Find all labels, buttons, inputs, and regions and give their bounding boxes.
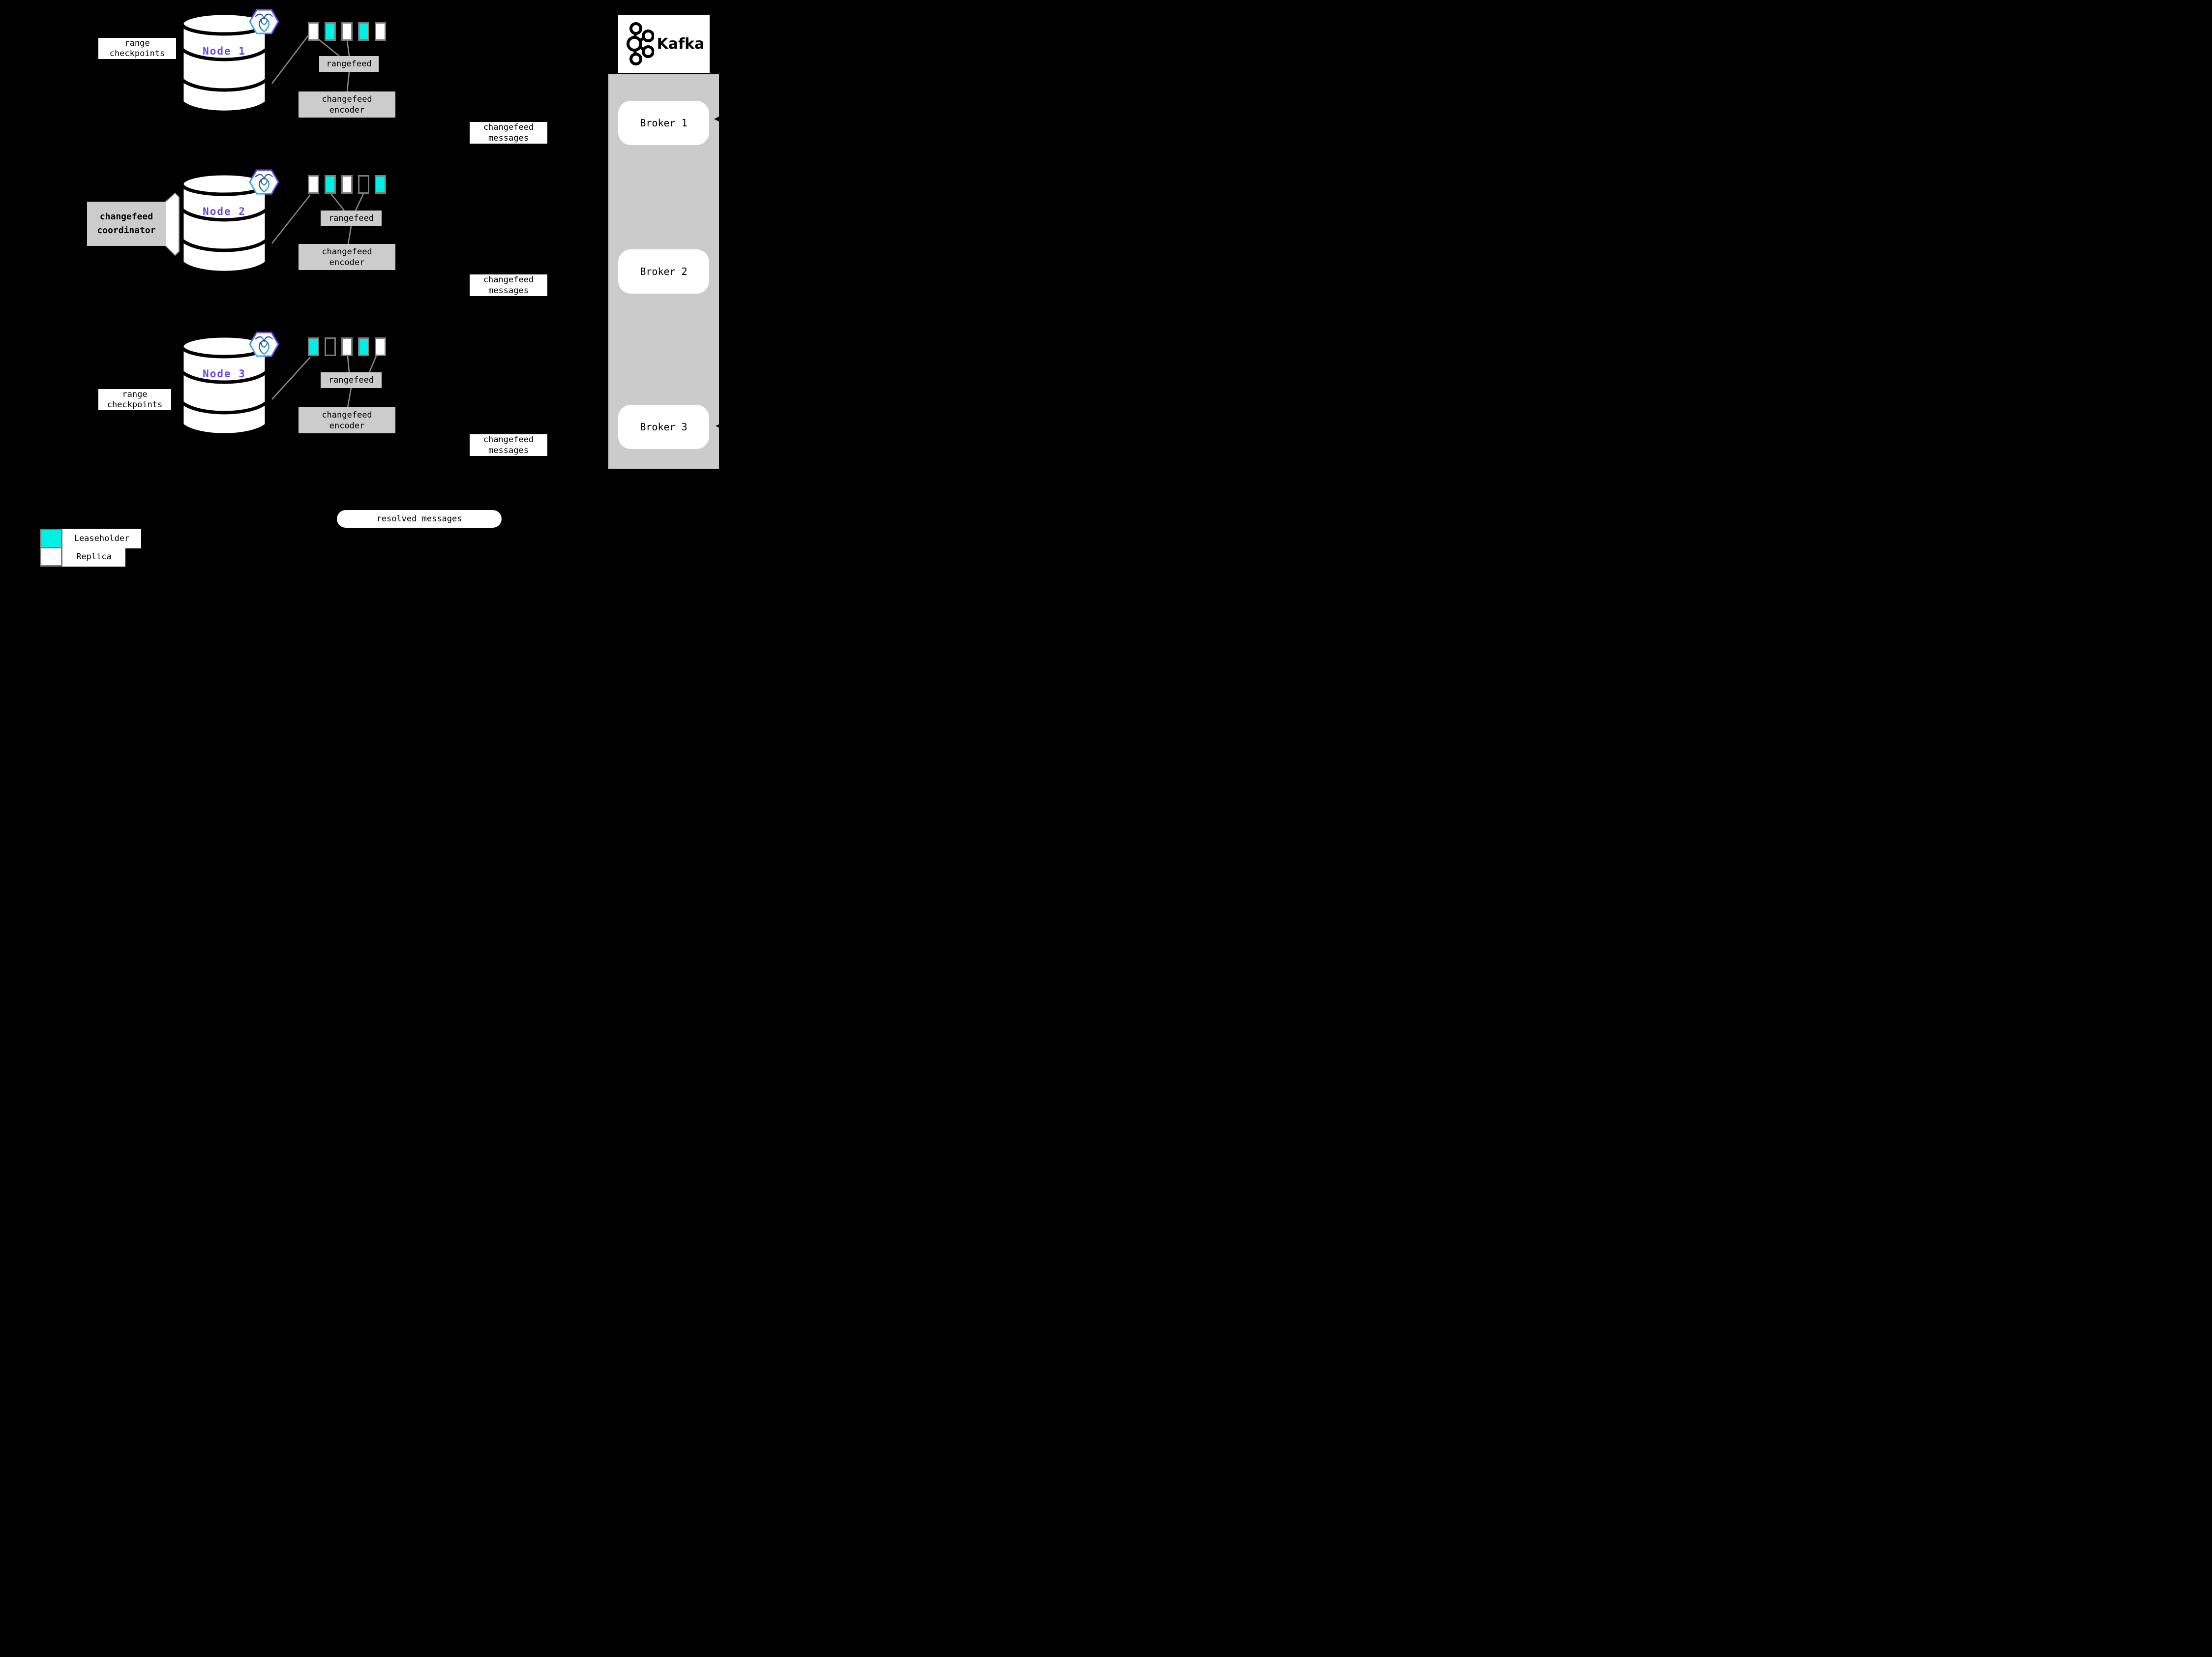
node2-rangefeed-box: rangefeed — [321, 211, 382, 226]
replica-swatch — [40, 547, 62, 567]
node1-rangefeed-box: rangefeed — [319, 56, 379, 72]
coordinator-flag-shape — [165, 192, 179, 256]
kafka-logo-icon — [626, 22, 654, 65]
range-leaseholder — [325, 22, 336, 41]
range-leaseholder — [358, 337, 369, 356]
range-replica — [308, 175, 319, 194]
resolved-messages-label: resolved messages — [337, 510, 502, 528]
range-empty — [358, 175, 369, 194]
range-checkpoints-label-node3: range checkpoints — [98, 389, 171, 410]
broker-3: Broker 3 — [618, 405, 709, 449]
arrowheads — [81, 115, 722, 429]
node2-ranges — [308, 175, 386, 194]
node2-changefeed-encoder-box: changefeed encoder — [299, 244, 395, 270]
range-replica — [375, 337, 386, 356]
kafka-logo-box: Kafka — [618, 15, 710, 73]
node2-database-cylinder — [180, 172, 269, 274]
range-leaseholder — [375, 175, 386, 194]
node1-label: Node 1 — [203, 45, 246, 57]
leaseholder-label: Leaseholder — [62, 529, 141, 548]
range-leaseholder — [358, 22, 369, 41]
node2-label: Node 2 — [203, 206, 246, 217]
broker-1: Broker 1 — [618, 101, 709, 145]
node1-ranges — [308, 22, 386, 41]
range-empty — [325, 337, 336, 356]
changefeed-messages-label-3: changefeed messages — [470, 434, 547, 456]
node3-rangefeed-box: rangefeed — [321, 372, 382, 388]
cockroachdb-logo-icon — [249, 9, 279, 34]
node1-database-cylinder — [180, 11, 269, 114]
legend-row-leaseholder: Leaseholder — [40, 529, 141, 548]
changefeed-coordinator-box: changefeed coordinator — [87, 202, 166, 246]
range-leaseholder — [325, 175, 336, 194]
node3-label: Node 3 — [203, 368, 246, 380]
connector-lines — [165, 35, 377, 408]
cockroachdb-logo-icon — [249, 169, 279, 195]
node3-changefeed-encoder-box: changefeed encoder — [299, 407, 395, 433]
arrowhead-into-broker3 — [716, 423, 722, 429]
node3-ranges — [308, 337, 386, 356]
arrowhead-into-coordinator — [81, 229, 87, 236]
range-replica — [375, 22, 386, 41]
legend-row-replica: Replica — [40, 547, 141, 567]
arrowhead-into-broker1 — [714, 115, 722, 123]
range-leaseholder — [308, 337, 319, 356]
changefeed-architecture-diagram: Node 1 range checkpoints rangefeed chang… — [0, 0, 771, 577]
broker-2: Broker 2 — [618, 249, 709, 294]
legend: Leaseholder Replica — [40, 529, 141, 567]
changefeed-messages-label-1: changefeed messages — [470, 122, 547, 144]
kafka-wordmark: Kafka — [657, 35, 705, 53]
changefeed-messages-label-2: changefeed messages — [470, 274, 547, 296]
node1-changefeed-encoder-box: changefeed encoder — [299, 91, 395, 118]
kafka-broker-container: Broker 1 Broker 2 Broker 3 — [608, 74, 719, 469]
range-replica — [341, 175, 353, 194]
range-replica — [341, 22, 353, 41]
range-checkpoints-label-node1: range checkpoints — [98, 38, 176, 59]
range-replica — [308, 22, 319, 41]
cockroachdb-logo-icon — [249, 331, 279, 357]
range-replica — [341, 337, 353, 356]
replica-label: Replica — [62, 547, 125, 567]
